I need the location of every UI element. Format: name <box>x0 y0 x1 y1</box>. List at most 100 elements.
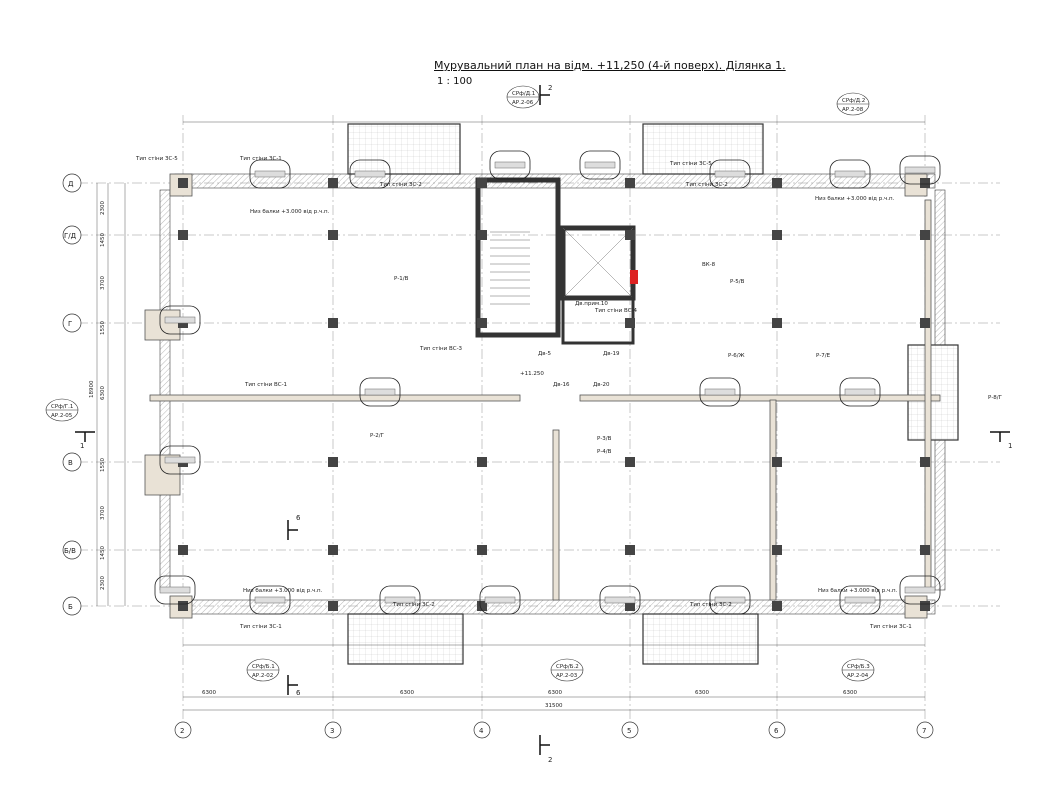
axis-label-h: Б/В <box>64 547 76 555</box>
axis-label-h: Г/Д <box>64 232 77 240</box>
column <box>920 230 930 240</box>
column <box>772 178 782 188</box>
plan-scale: 1 : 100 <box>437 76 473 87</box>
window-callout <box>709 159 751 189</box>
column <box>328 230 338 240</box>
section-marker-2-bottom <box>539 735 550 755</box>
dim-left-5: 6300 <box>100 386 106 400</box>
column <box>477 178 487 188</box>
column <box>477 601 487 611</box>
dim-bottom-3: 6300 <box>548 690 562 696</box>
column <box>625 318 635 328</box>
window-callout <box>699 377 741 407</box>
axis-bubble-7: 7 <box>916 721 934 739</box>
window-pane <box>904 586 936 594</box>
callout-left: СРф/Г.1 АР.2-05 <box>45 398 79 422</box>
column <box>178 545 188 555</box>
axis-label-h: Б <box>68 603 73 611</box>
column <box>772 601 782 611</box>
axis-bubble-2: 2 <box>174 721 192 739</box>
axis-bubble-row-4: Б/В <box>62 540 82 560</box>
tag-dv16: Дв-16 <box>553 382 570 388</box>
column <box>920 457 930 467</box>
window-callout <box>899 155 941 185</box>
column <box>625 545 635 555</box>
window-pane <box>494 161 526 169</box>
balconies <box>347 123 959 665</box>
tag-dv20: Дв-20 <box>593 382 610 388</box>
note-wall-zs1-c: Тип стіни ЗС-1 <box>869 624 912 630</box>
window-callout <box>839 585 881 615</box>
window-callout <box>379 585 421 615</box>
note-wall-vs4: Тип стіни ВС-4 <box>594 308 638 314</box>
column <box>920 318 930 328</box>
plan-title: Мурувальний план на відм. +11,250 (4-й п… <box>434 59 786 72</box>
dim-left-2: 1450 <box>100 233 106 247</box>
axis-label-v: 4 <box>479 727 484 735</box>
note-wall-zs2: Тип стіни ЗС-2 <box>379 182 422 188</box>
window-pane <box>254 170 286 178</box>
dim-bottom-1: 6300 <box>202 690 216 696</box>
axis-bubble-row-0: Д <box>62 173 82 193</box>
window-callout <box>249 585 291 615</box>
section-mark-bottom: 2 <box>548 756 552 764</box>
dim-left-8: 1450 <box>100 546 106 560</box>
dim-bottom-total: 31500 <box>545 703 563 709</box>
axis-label-v: 7 <box>922 727 926 735</box>
tag-p4: Р-4/В <box>597 449 612 455</box>
column <box>920 545 930 555</box>
axis-bubble-4: 4 <box>473 721 491 739</box>
section-mark-right: 1 <box>1008 442 1012 450</box>
dimension-lines <box>96 121 925 711</box>
column <box>772 457 782 467</box>
dim-left-3: 3700 <box>100 276 106 290</box>
tag-p7: Р-7/Е <box>816 353 831 359</box>
note-wall-zs2-c: Тип стіни ЗС-2 <box>689 602 732 608</box>
window-pane <box>844 596 876 604</box>
dim-left-7: 3700 <box>100 506 106 520</box>
axis-label-h: Г <box>68 320 72 328</box>
window-callouts <box>154 150 941 615</box>
axis-label-h: Д <box>68 180 74 188</box>
window-callout <box>154 575 196 605</box>
dim-bottom-5: 6300 <box>843 690 857 696</box>
axis-label-v: 3 <box>330 727 334 735</box>
svg-text:СРф/Г.1: СРф/Г.1 <box>51 404 73 410</box>
note-wall-zs1: Тип стіни ЗС-1 <box>239 156 282 162</box>
window-pane <box>484 596 516 604</box>
svg-text:АР.2-03: АР.2-03 <box>556 673 578 679</box>
note-wall-vs1: Тип стіни ВС-1 <box>244 382 287 388</box>
section-marker-1-right <box>990 431 1010 442</box>
axis-bubble-5: 5 <box>621 721 639 739</box>
column <box>178 178 188 188</box>
window-pane <box>364 388 396 396</box>
window-pane <box>844 388 876 396</box>
column <box>477 318 487 328</box>
window-callout <box>599 585 641 615</box>
tag-dv19: Дв-19 <box>603 351 620 357</box>
column <box>772 230 782 240</box>
tag-vk8: ВК-8 <box>702 262 716 268</box>
column <box>477 457 487 467</box>
window-callout <box>359 377 401 407</box>
section-marker-6-mid <box>287 520 298 540</box>
dim-left-4: 1550 <box>100 321 106 335</box>
section-marker-1-left <box>75 431 95 442</box>
dim-bottom-2: 6300 <box>400 690 414 696</box>
dim-left-9: 2300 <box>100 576 106 590</box>
axis-bubble-row-2: Г <box>62 313 82 333</box>
tag-dvprim: Дв.прим.10 <box>575 301 608 307</box>
column <box>920 601 930 611</box>
tag-p1: Р-1/В <box>394 276 409 282</box>
svg-text:АР.2-04: АР.2-04 <box>847 673 869 679</box>
axis-bubble-6: 6 <box>768 721 786 739</box>
window-callout <box>489 150 531 180</box>
column <box>772 318 782 328</box>
column <box>625 457 635 467</box>
axis-bubble-3: 3 <box>324 721 342 739</box>
section-mark-6-bottom: 6 <box>296 689 301 697</box>
tag-p2: Р-2/Г <box>370 433 385 439</box>
window-pane <box>159 586 191 594</box>
svg-text:АР.2-06: АР.2-06 <box>512 100 534 106</box>
